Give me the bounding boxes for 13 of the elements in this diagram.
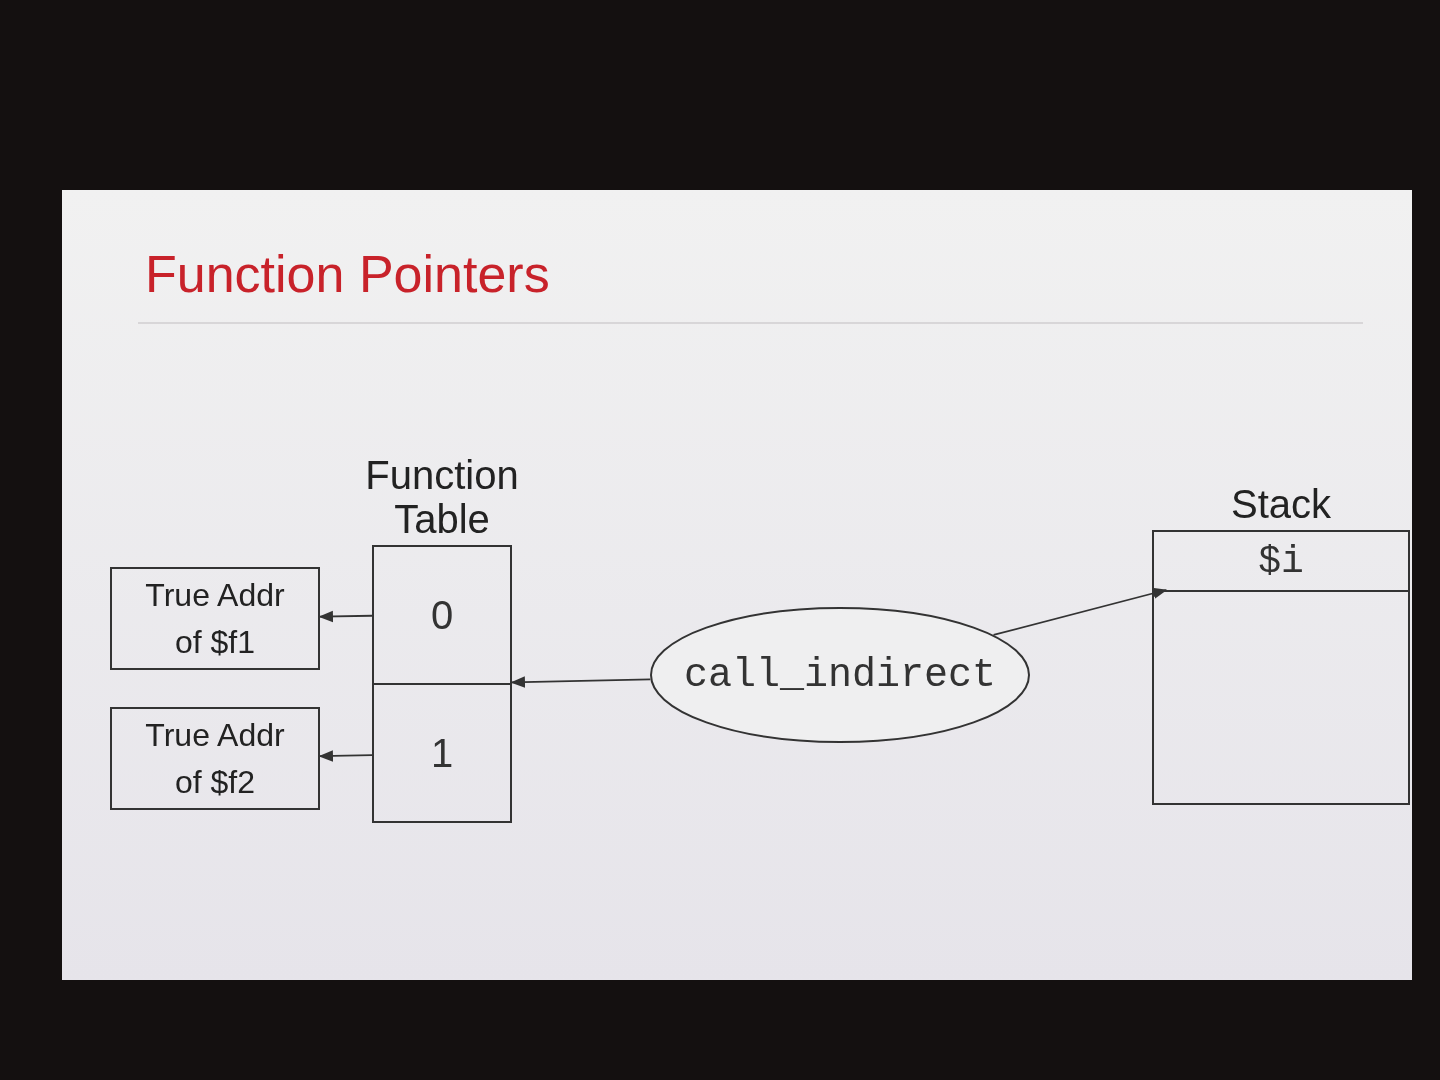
arrow [510,676,652,688]
table-cell: $i [1154,532,1408,592]
arrow [992,587,1168,636]
arrow [318,610,373,623]
address-box: True Addr of $f2 [110,707,320,810]
arrow [318,750,373,762]
table-heading: Function Table [364,452,520,543]
address-box: True Addr of $f1 [110,567,320,670]
table-heading: Stack [1229,481,1332,528]
table-cell: 0 [374,547,510,685]
call-ellipse: call_indirect [650,607,1030,743]
table-cell: 1 [374,685,510,821]
slide-title: Function Pointers [145,244,550,304]
